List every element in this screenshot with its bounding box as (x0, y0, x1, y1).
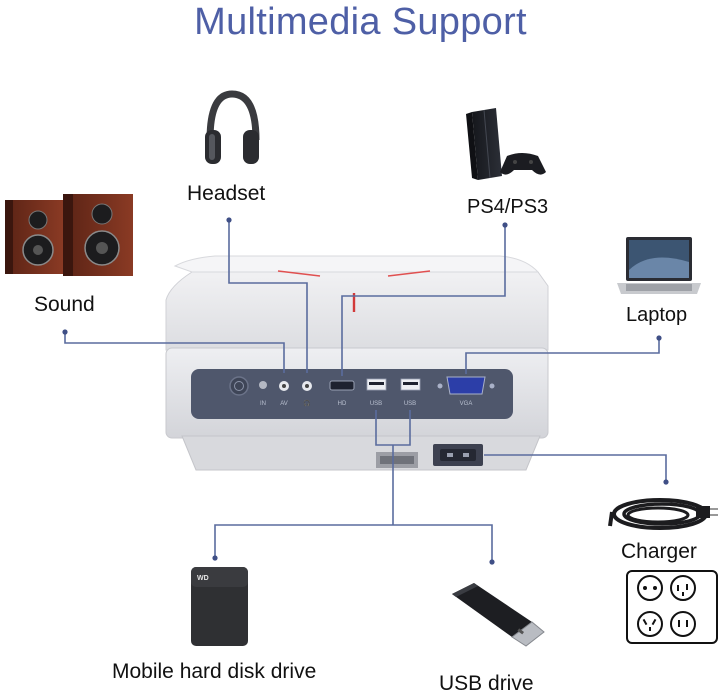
port-label-in: IN (260, 401, 266, 407)
charger-cable-icon (608, 498, 718, 530)
label-laptop: Laptop (626, 304, 688, 326)
line-laptop (465, 338, 660, 374)
label-charger: Charger (621, 540, 697, 563)
line-charger (484, 454, 667, 482)
label-headset: Headset (187, 182, 266, 205)
port-label-hd: HD (338, 401, 347, 407)
line-ps (341, 225, 506, 376)
port-label-av: AV (280, 401, 288, 407)
speakers-icon (5, 194, 133, 276)
port-label-usb-2: USB (404, 401, 416, 407)
line-usb-drive (393, 524, 493, 562)
connector-dots (62, 217, 669, 565)
line-headset (228, 220, 308, 373)
connector-lines (64, 220, 667, 562)
ps4-console-icon (466, 108, 546, 180)
headphone-port-icon: 🎧 (303, 399, 310, 407)
headset-icon (205, 90, 260, 164)
label-hard-disk: Mobile hard disk drive (112, 660, 317, 683)
laptop-icon (617, 237, 701, 294)
label-sound: Sound (34, 293, 95, 316)
line-sound (64, 332, 285, 373)
port-label-vga: VGA (460, 401, 473, 407)
hdd-brand: WD (197, 575, 209, 582)
projector (165, 255, 549, 471)
page-title: Multimedia Support (194, 1, 527, 43)
hard-disk-icon: WD (191, 567, 248, 646)
line-hdd (214, 524, 393, 558)
port-panel: IN AV 🎧 HD USB USB VGA (191, 369, 513, 419)
label-usb-drive: USB drive (439, 672, 534, 695)
label-ps4-ps3: PS4/PS3 (467, 196, 549, 218)
port-label-usb-1: USB (370, 401, 382, 407)
plug-types-icon (626, 570, 718, 644)
usb-drive-icon (452, 583, 545, 647)
